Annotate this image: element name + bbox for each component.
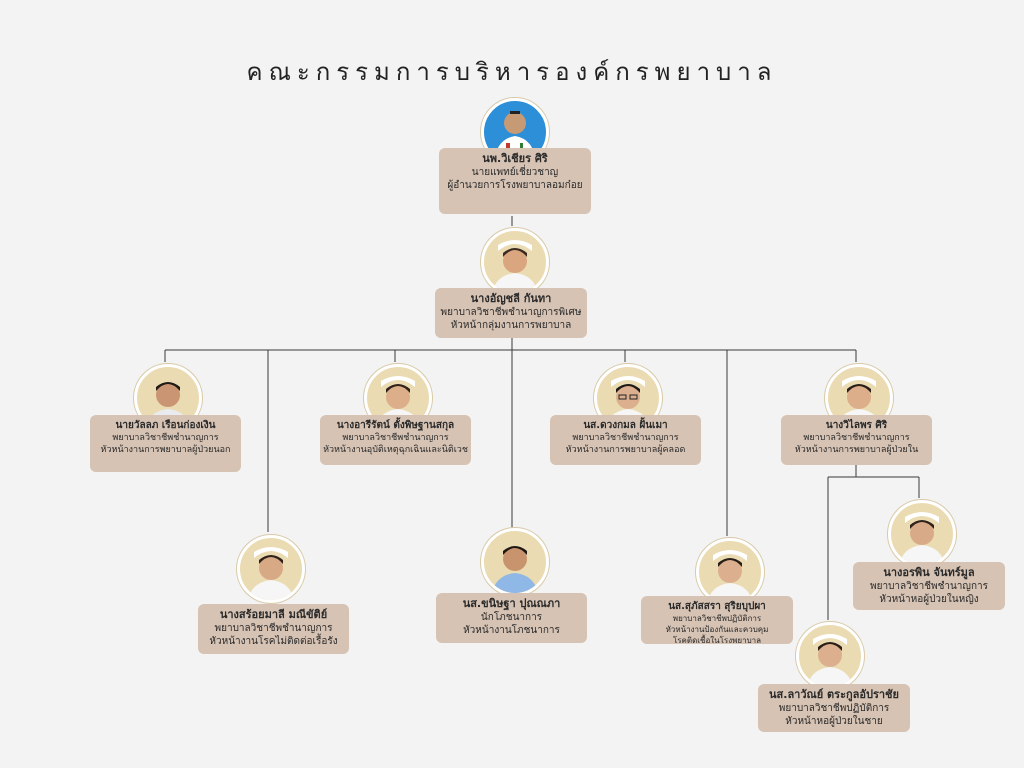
member-duty: หัวหน้างานการพยาบาลผู้คลอด <box>565 445 686 455</box>
female-ward-card: นางอรพิน จันทร์มูล พยาบาลวิชาชีพชำนาญการ… <box>853 562 1005 610</box>
nutrition-card: นส.ขนิษฐา ปุณณภา นักโภชนาการ หัวหน้างานโ… <box>436 593 587 643</box>
member-name: นส.สุภัสสรา สุริยบุปผา <box>668 601 766 612</box>
member-name: นางอรพิน จันทร์มูล <box>883 566 975 579</box>
ncd-photo-icon <box>237 535 305 603</box>
male-ward-photo-icon <box>796 622 864 690</box>
member-position: พยาบาลวิชาชีพชำนาญการ <box>112 433 219 443</box>
head-nursing-card: นางอัญชลี กันทา พยาบาลวิชาชีพชำนาญการพิเ… <box>435 288 587 338</box>
member-name: นส.ขนิษฐา ปุณณภา <box>462 597 561 610</box>
female-ward-photo-icon <box>888 500 956 568</box>
chart-title: คณะกรรมการบริหารองค์กรพยาบาล <box>246 58 778 86</box>
member-name: นายวัลลภ เรือนก่องเงิน <box>115 420 216 431</box>
member-name: นส.ลาวัณย์ ตระกูลอัปราชัย <box>769 688 899 701</box>
outpatient-card: นายวัลลภ เรือนก่องเงิน พยาบาลวิชาชีพชำนา… <box>90 415 241 472</box>
director-card: นพ.วิเชียร ศิริ นายแพทย์เชี่ยวชาญ ผู้อำน… <box>439 148 591 214</box>
member-name: นางอัญชลี กันทา <box>470 292 552 305</box>
member-duty-continued: โรคติดเชื้อในโรงพยาบาล <box>672 636 762 644</box>
member-duty: หัวหน้าหอผู้ป่วยในชาย <box>785 716 883 727</box>
member-duty: หัวหน้างานอุบัติเหตุฉุกเฉินและนิติเวช <box>323 445 468 455</box>
member-position: พยาบาลวิชาชีพปฏิบัติการ <box>778 703 890 714</box>
delivery-card: นส.ดวงกมล ฝั้นเมา พยาบาลวิชาชีพชำนาญการ … <box>550 415 701 465</box>
ncd-card: นางสร้อยมาลี มณีขัติย์ พยาบาลวิชาชีพชำนา… <box>198 604 349 654</box>
infection-card: นส.สุภัสสรา สุริยบุปผา พยาบาลวิชาชีพปฏิบ… <box>641 596 793 644</box>
member-position: นายแพทย์เชี่ยวชาญ <box>471 167 559 178</box>
member-duty: หัวหน้างานการพยาบาลผู้ป่วยนอก <box>100 445 231 455</box>
member-name: นส.ดวงกมล ฝั้นเมา <box>583 420 668 431</box>
inpatient-card: นางวิไลพร ศิริ พยาบาลวิชาชีพชำนาญการ หัว… <box>781 415 932 465</box>
member-name: นางวิไลพร ศิริ <box>825 420 888 431</box>
member-duty: หัวหน้างานป้องกันและควบคุม <box>665 625 769 634</box>
member-duty: หัวหน้างานโรคไม่ติดต่อเรื้อรัง <box>209 636 338 647</box>
male-ward-card: นส.ลาวัณย์ ตระกูลอัปราชัย พยาบาลวิชาชีพป… <box>758 684 910 732</box>
member-name: นางอารีรัตน์ ตั้งพิษฐานสกุล <box>336 420 455 431</box>
emergency-card: นางอารีรัตน์ ตั้งพิษฐานสกุล พยาบาลวิชาชี… <box>320 415 471 465</box>
nutrition-photo-icon <box>481 528 549 596</box>
member-position: พยาบาลวิชาชีพชำนาญการ <box>214 623 333 634</box>
member-duty: หัวหน้างานการพยาบาลผู้ป่วยใน <box>794 445 919 455</box>
head-nursing-photo-icon <box>481 228 549 296</box>
member-position: พยาบาลวิชาชีพชำนาญการ <box>572 433 679 443</box>
member-duty: ผู้อำนวยการโรงพยาบาลอมก๋อย <box>447 180 583 191</box>
member-position: พยาบาลวิชาชีพชำนาญการพิเศษ <box>440 307 582 318</box>
member-name: นพ.วิเชียร ศิริ <box>482 152 548 165</box>
member-position: พยาบาลวิชาชีพชำนาญการ <box>803 433 910 443</box>
infection-photo-icon <box>696 538 764 606</box>
member-duty: หัวหน้ากลุ่มงานการพยาบาล <box>450 320 572 331</box>
member-duty: หัวหน้าหอผู้ป่วยในหญิง <box>879 594 979 605</box>
member-position: พยาบาลวิชาชีพปฏิบัติการ <box>672 614 762 623</box>
member-name: นางสร้อยมาลี มณีขัติย์ <box>219 608 328 621</box>
member-position: พยาบาลวิชาชีพชำนาญการ <box>342 433 449 443</box>
member-duty: หัวหน้างานโภชนาการ <box>463 625 560 636</box>
member-position: พยาบาลวิชาชีพชำนาญการ <box>870 581 988 592</box>
member-position: นักโภชนาการ <box>480 612 543 623</box>
